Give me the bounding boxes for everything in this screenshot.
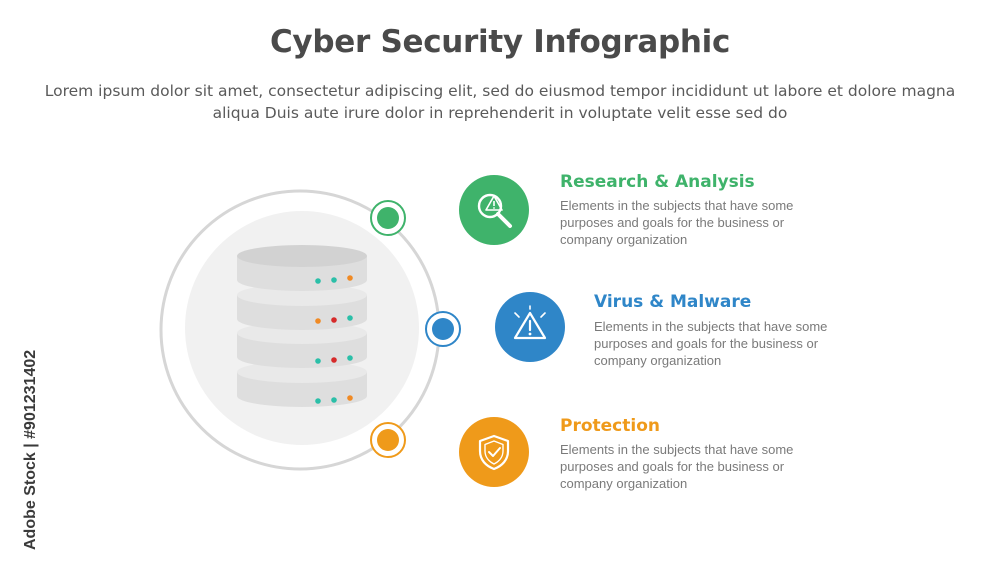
page-title: Cyber Security Infographic xyxy=(269,24,731,60)
item-description: Elements in the subjects that have some … xyxy=(560,442,794,491)
item-description: Elements in the subjects that have some … xyxy=(560,198,794,247)
shield-check-icon xyxy=(459,417,529,487)
item-heading: Protection xyxy=(560,416,660,436)
magnifier-alert-icon xyxy=(459,175,529,245)
item-heading: Virus & Malware xyxy=(594,292,752,312)
watermark-text: Adobe Stock | #901231402 xyxy=(22,349,39,550)
connector-dot-research xyxy=(370,200,406,236)
warning-triangle-icon xyxy=(495,292,565,362)
item-description: Elements in the subjects that have some … xyxy=(594,319,828,368)
stock-watermark: Adobe Stock | #901231402 xyxy=(12,330,39,550)
page-subtitle: Lorem ipsum dolor sit amet, consectetur … xyxy=(44,82,956,122)
database-server-icon xyxy=(237,245,367,407)
item-heading: Research & Analysis xyxy=(560,172,755,192)
connector-dot-protection xyxy=(370,422,406,458)
connector-dot-virus xyxy=(425,311,461,347)
